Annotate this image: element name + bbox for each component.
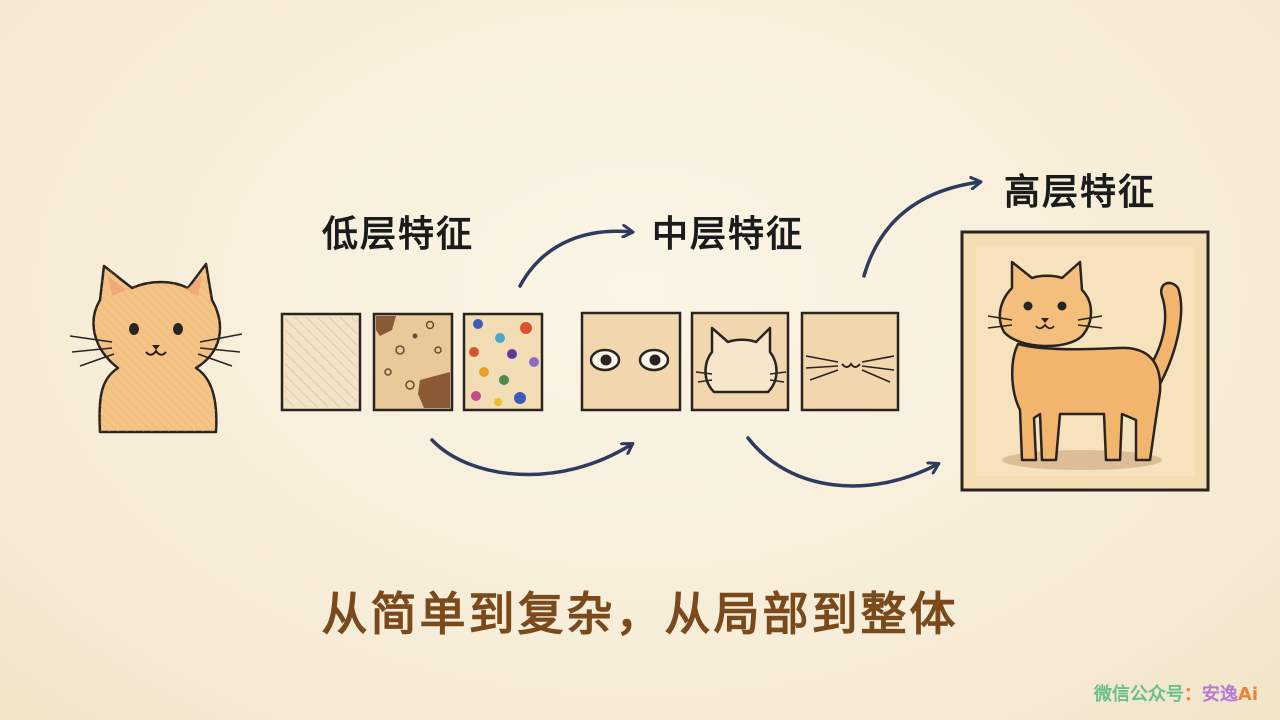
eyes-icon	[580, 311, 682, 412]
full-cat-icon	[960, 230, 1210, 492]
high-level-label: 高层特征	[1004, 172, 1157, 213]
texture-spots-icon	[372, 312, 454, 412]
cat-head-icon	[690, 311, 790, 412]
watermark-suffix: Ai	[1237, 684, 1258, 705]
low-level-label: 低层特征	[322, 214, 475, 255]
watermark-name: 安逸	[1201, 684, 1238, 705]
arrow-mid-to-high-bottom	[746, 436, 938, 488]
color-dots-icon	[462, 312, 544, 412]
arrow-mid-to-high-top	[862, 182, 980, 278]
caption: 从简单到复杂，从局部到整体	[321, 587, 959, 641]
watermark-colon: ：	[1183, 684, 1202, 705]
watermark-prefix: 微信公众号	[1093, 684, 1184, 705]
mid-level-label: 中层特征	[652, 214, 805, 255]
arrow-low-to-mid-top	[518, 231, 632, 288]
texture-lines-icon	[280, 312, 362, 412]
cat-face-icon	[69, 262, 243, 434]
watermark: 微信公众号：安逸Ai	[1094, 680, 1258, 706]
arrow-low-to-mid-bottom	[430, 438, 632, 477]
whiskers-icon	[800, 311, 900, 412]
